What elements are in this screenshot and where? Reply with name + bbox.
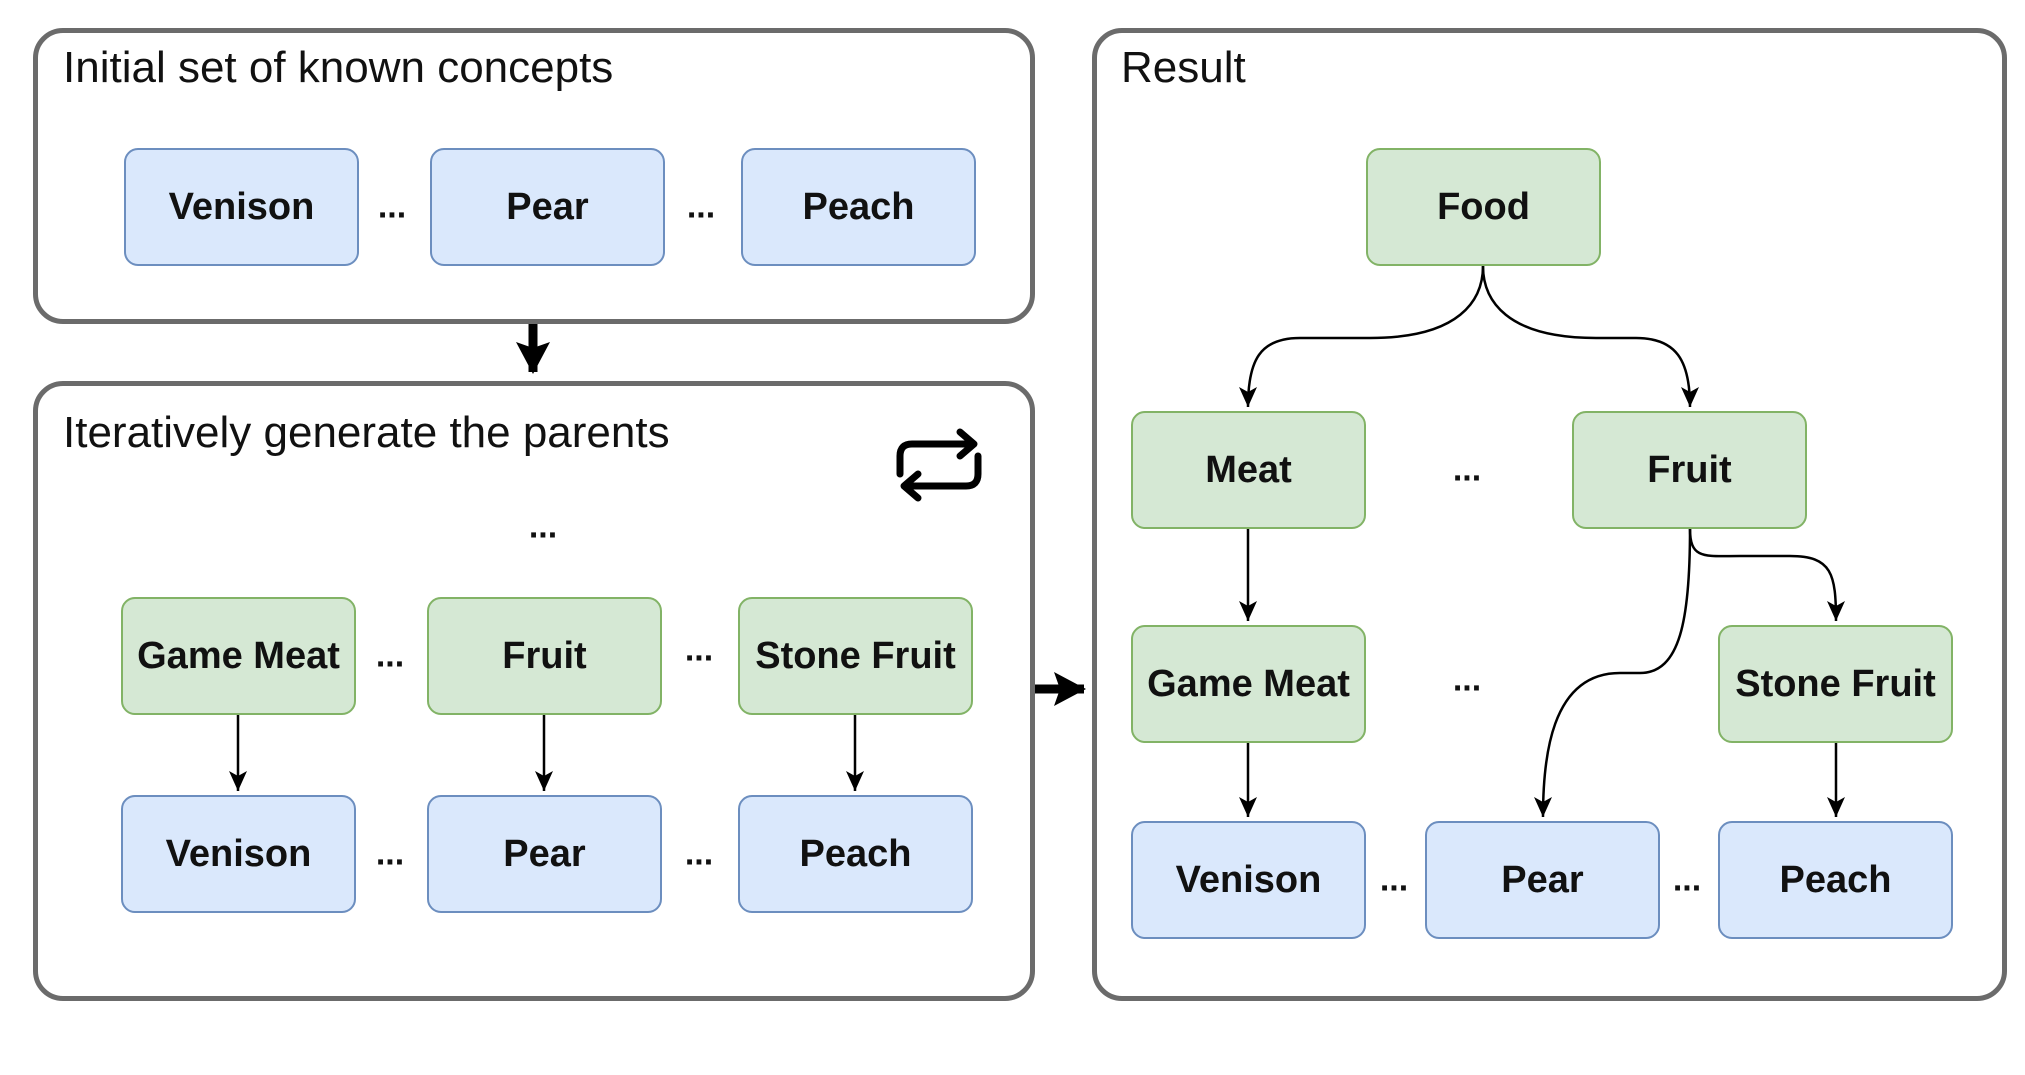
- ellipsis: ...: [684, 630, 714, 669]
- result-node-pear: Pear: [1425, 821, 1660, 939]
- parent-node-game-meat: Game Meat: [121, 597, 356, 715]
- concept-node-venison: Venison: [121, 795, 356, 913]
- ellipsis: ...: [375, 834, 405, 873]
- parent-node-fruit: Fruit: [427, 597, 662, 715]
- result-node-venison: Venison: [1131, 821, 1366, 939]
- ellipsis: ...: [377, 187, 407, 226]
- panel-title: Result: [1121, 43, 1246, 92]
- result-node-stone-fruit: Stone Fruit: [1718, 625, 1953, 743]
- ellipsis: ...: [686, 187, 716, 226]
- result-node-fruit: Fruit: [1572, 411, 1807, 529]
- result-node-game-meat: Game Meat: [1131, 625, 1366, 743]
- concept-node-pear: Pear: [427, 795, 662, 913]
- parent-node-stone-fruit: Stone Fruit: [738, 597, 973, 715]
- panel-title: Iteratively generate the parents: [63, 408, 670, 457]
- ellipsis: ...: [1379, 860, 1409, 899]
- ellipsis: ...: [1452, 660, 1482, 699]
- result-node-meat: Meat: [1131, 411, 1366, 529]
- ellipsis: ...: [1672, 860, 1702, 899]
- ellipsis: ...: [528, 507, 558, 546]
- concept-node-venison: Venison: [124, 148, 359, 266]
- ellipsis: ...: [684, 834, 714, 873]
- result-node-peach: Peach: [1718, 821, 1953, 939]
- concept-node-pear: Pear: [430, 148, 665, 266]
- panel-title: Initial set of known concepts: [63, 43, 614, 92]
- concept-node-peach: Peach: [741, 148, 976, 266]
- result-node-food: Food: [1366, 148, 1601, 266]
- repeat-icon: [896, 428, 982, 502]
- ellipsis: ...: [1452, 450, 1482, 489]
- concept-node-peach: Peach: [738, 795, 973, 913]
- ellipsis: ...: [375, 636, 405, 675]
